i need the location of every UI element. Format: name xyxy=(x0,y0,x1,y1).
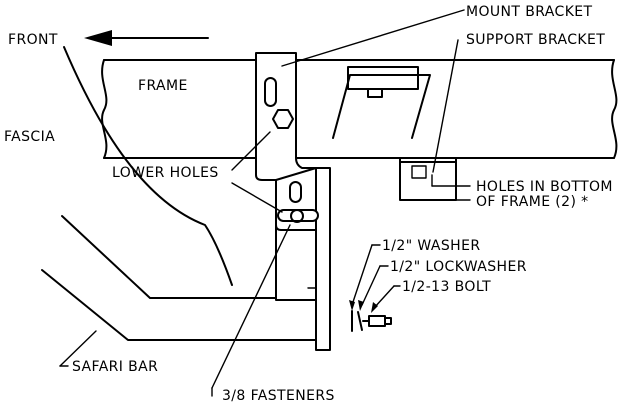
fasteners-label: 3/8 FASTENERS xyxy=(222,388,335,404)
frame-rail xyxy=(101,59,618,159)
safari-bar xyxy=(41,215,319,341)
support-bracket xyxy=(275,167,331,351)
support-bracket-label: SUPPORT BRACKET xyxy=(466,32,605,48)
frame-label: FRAME xyxy=(138,78,188,94)
bolt-label: 1/2-13 BOLT xyxy=(402,279,491,295)
holes-bottom-label-1: HOLES IN BOTTOM xyxy=(476,179,613,195)
front-arrow xyxy=(84,30,209,46)
leader-lines xyxy=(59,9,471,397)
frame-internal-clamp xyxy=(332,66,431,139)
lockwasher-label: 1/2" LOCKWASHER xyxy=(390,259,527,275)
fascia-outline xyxy=(63,46,233,286)
washer-label: 1/2" WASHER xyxy=(382,238,480,254)
mount-bracket-label: MOUNT BRACKET xyxy=(466,4,593,20)
fascia-label: FASCIA xyxy=(4,129,55,145)
bolt-part xyxy=(362,315,392,327)
frame-bottom-holes xyxy=(399,157,457,201)
lower-holes-label: LOWER HOLES xyxy=(112,165,219,181)
lockwasher-part xyxy=(357,311,363,331)
holes-bottom-label-2: OF FRAME (2) * xyxy=(476,194,589,210)
safari-bar-label: SAFARI BAR xyxy=(72,359,158,375)
front-label: FRONT xyxy=(8,32,58,48)
